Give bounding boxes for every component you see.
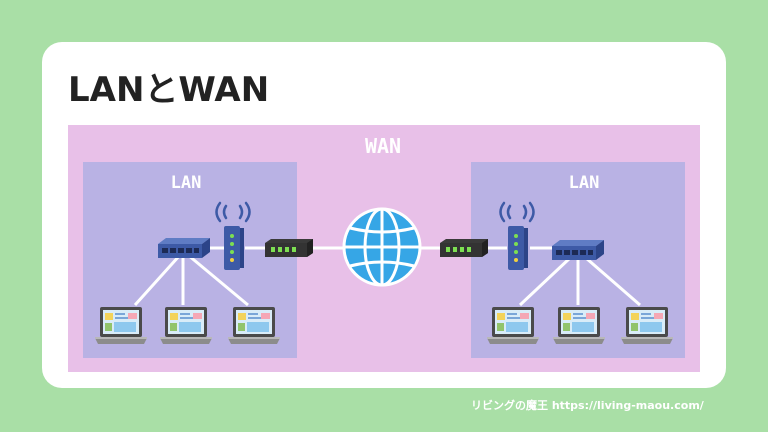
page-title: LANとWAN [68, 70, 270, 110]
site-credit: リビングの魔王 https://living-maou.com/ [471, 399, 704, 412]
lan-label-right: LAN [568, 173, 600, 193]
laptop-icon [621, 307, 673, 344]
laptop-icon [487, 307, 539, 344]
switch-hub-icon [552, 240, 604, 260]
wifi-signal-icon [499, 201, 535, 223]
laptop-icon [553, 307, 605, 344]
globe-icon [342, 207, 422, 287]
router-icon [508, 226, 528, 270]
switch-hub-icon [158, 238, 210, 258]
connection-lines [133, 246, 641, 307]
laptop-icon [160, 307, 212, 344]
modem-icon [440, 239, 488, 257]
modem-icon [265, 239, 313, 257]
laptop-icon [228, 307, 280, 344]
wifi-signal-icon [215, 201, 251, 223]
wan-label: WAN [364, 134, 402, 158]
lan-label-left: LAN [170, 173, 202, 193]
router-icon [224, 226, 244, 270]
laptop-icon [95, 307, 147, 344]
